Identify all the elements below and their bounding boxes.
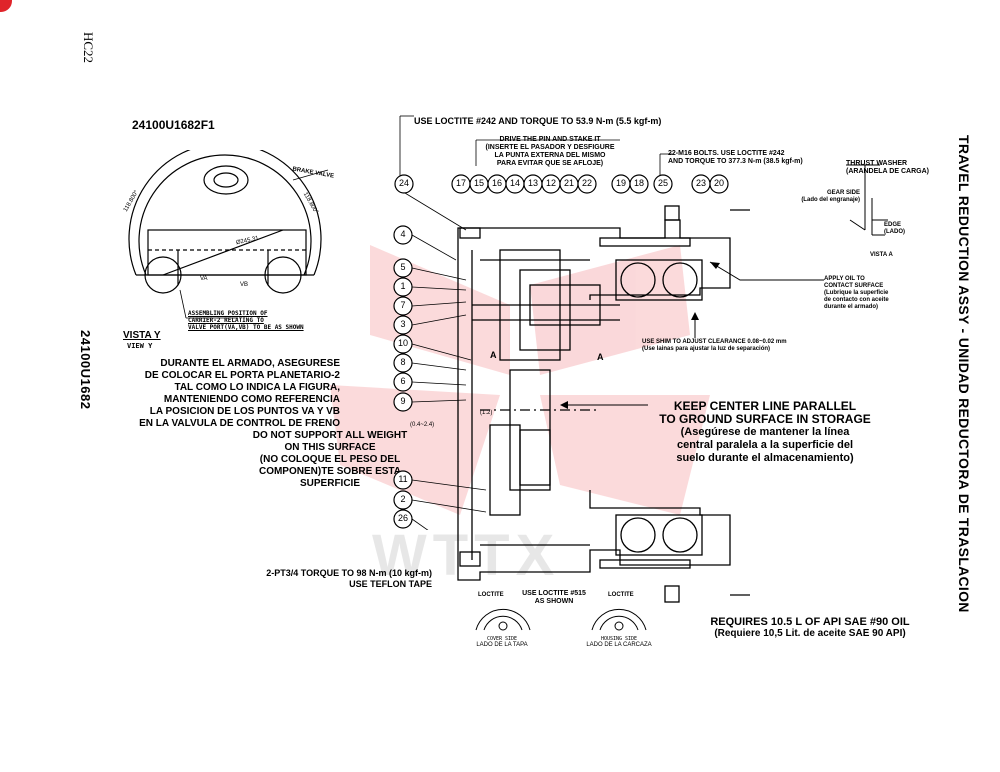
apply-oil-note: APPLY OIL TO CONTACT SURFACE (Lubrique l… [824, 276, 889, 310]
balloon-4: 4 [400, 229, 406, 239]
seal-detail-housing [591, 608, 647, 631]
balloon-10: 10 [397, 338, 408, 348]
side-title: TRAVEL REDUCTION ASSY - UNIDAD REDUCTORA… [956, 135, 972, 613]
balloon-24: 24 [398, 178, 409, 188]
page-code: HC22 [81, 32, 96, 64]
drive-pin-note: DRIVE THE PIN AND STAKE IT (INSERTE EL P… [485, 136, 615, 167]
balloon-8: 8 [400, 357, 406, 367]
va-mark: VA [200, 276, 208, 282]
balloon-23: 23 [695, 178, 706, 188]
vb-mark: VB [240, 282, 249, 288]
loctite-label-cover: LOCTITE [478, 592, 504, 598]
balloon-2: 2 [400, 494, 406, 504]
balloon-14: 14 [509, 178, 520, 188]
balloon-12: 12 [545, 178, 556, 188]
centerline-note: KEEP CENTER LINE PARALLEL TO GROUND SURF… [659, 399, 871, 465]
watermark-text: WTTX [372, 523, 561, 588]
view-y-sublabel: VIEW Y [127, 342, 153, 350]
assembling-note: ASSEMBLING POSITION OF CARRIER-2 RELATIN… [188, 310, 304, 331]
support-note: DO NOT SUPPORT ALL WEIGHT ON THIS SURFAC… [252, 430, 408, 489]
section-a-mark-2: A [597, 352, 604, 362]
balloons-left [393, 225, 486, 530]
balloon-11: 11 [398, 474, 408, 484]
edge-label: EDGE (LADO) [884, 222, 905, 235]
section-a-mark-1: A [490, 350, 497, 360]
seal-detail-cover [475, 608, 531, 631]
view-y-label: VISTA Y [123, 330, 161, 341]
shim-arrow [691, 312, 699, 338]
vista-a-label: VISTA A [870, 252, 893, 258]
side-drawing-number: 24100U1682 [78, 330, 93, 410]
balloon-9: 9 [400, 396, 406, 406]
shim-note: USE SHIM TO ADJUST CLEARANCE 0.08~0.02 m… [642, 339, 787, 352]
drawing-number: 24100U1682F1 [132, 118, 215, 132]
balloon-20: 20 [713, 178, 724, 188]
balloon-6: 6 [400, 376, 406, 386]
balloon-18: 18 [633, 178, 644, 188]
balloon-17: 17 [455, 178, 466, 188]
bolts-note: 22-M16 BOLTS. USE LOCTITE #242 AND TORQU… [668, 150, 803, 165]
view-y-drawing [128, 150, 329, 319]
gear-side-label: GEAR SIDE (Lado del engranaje) [801, 190, 860, 203]
loctite-242-note: USE LOCTITE #242 AND TORQUE TO 53.9 N-m … [414, 116, 662, 126]
balloon-5: 5 [400, 262, 406, 272]
centerline-arrow [560, 401, 648, 409]
balloon-21: 21 [563, 178, 574, 188]
balloon-25: 25 [657, 178, 668, 188]
balloon-15: 15 [473, 178, 484, 188]
balloon-16: 16 [491, 178, 502, 188]
pt34-note: 2-PT3/4 TORQUE TO 98 N-m (10 kgf-m) USE … [266, 568, 432, 589]
balloon-22: 22 [581, 178, 592, 188]
loctite-label-housing: LOCTITE [608, 592, 634, 598]
dim-mark-1: (1.2) [480, 410, 493, 416]
balloon-3: 3 [400, 319, 406, 329]
oil-note: REQUIRES 10.5 L OF API SAE #90 OIL (Requ… [710, 616, 910, 639]
thrust-washer-detail [846, 164, 888, 236]
balloon-19: 19 [615, 178, 626, 188]
balloon-7: 7 [400, 300, 406, 310]
balloons-top [394, 174, 729, 194]
dim-mark-2: (0.4~2.4) [410, 422, 435, 428]
balloon-26: 26 [397, 513, 408, 523]
corner-badge [0, 0, 12, 12]
apply-oil-leader [709, 261, 824, 281]
balloon-1: 1 [400, 281, 406, 291]
assembly-section [399, 115, 750, 603]
loctite-515-note: USE LOCTITE #515 AS SHOWN [522, 590, 586, 605]
balloon-13: 13 [527, 178, 538, 188]
cover-side-label: COVER SIDE LADO DE LA TAPA [476, 636, 528, 648]
durante-note: DURANTE EL ARMADO, ASEGURESE DE COLOCAR … [139, 358, 340, 429]
thrust-washer-label: THRUST WASHER (ARANDELA DE CARGA) [846, 160, 929, 175]
housing-side-label: HOUSING SIDE LADO DE LA CARCAZA [586, 636, 652, 648]
